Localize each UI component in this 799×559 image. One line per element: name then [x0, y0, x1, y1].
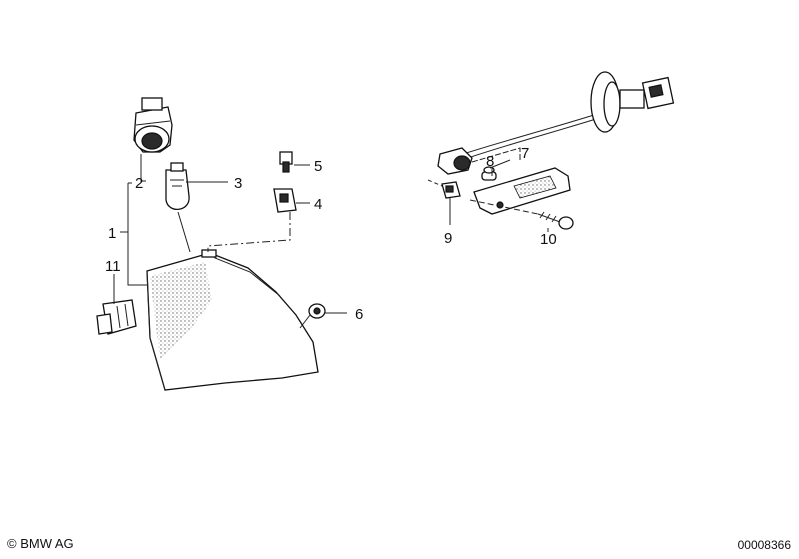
- leader-lines: [113, 147, 549, 314]
- side-repeater-socket: [437, 147, 473, 175]
- callout-6: 6: [355, 306, 363, 323]
- side-repeater-lens: [473, 167, 571, 215]
- bulb-holder-9: [441, 181, 461, 199]
- callout-4: 4: [314, 196, 322, 213]
- holder-clip-11: [96, 299, 137, 335]
- callout-3: 3: [234, 175, 242, 192]
- callout-10: 10: [540, 231, 557, 248]
- callout-5: 5: [314, 158, 322, 175]
- screw-5: [279, 151, 293, 173]
- nut-6: [299, 303, 326, 329]
- callout-1: 1: [108, 225, 116, 242]
- callout-2: 2: [135, 175, 143, 192]
- callout-8: 8: [486, 153, 494, 170]
- clip-nut-4: [273, 188, 297, 213]
- callout-7: 7: [521, 145, 529, 162]
- callout-labels: 1 2 3 4 5 6 7 8 9 10 11: [105, 145, 557, 323]
- wiring-harness: [459, 71, 675, 161]
- turn-indicator-lens: [146, 249, 319, 391]
- drawing-number: 00008366: [737, 538, 791, 552]
- bulb: [165, 162, 190, 210]
- callout-9: 9: [444, 230, 452, 247]
- screw-10: [537, 211, 574, 230]
- copyright-label: © BMW AG: [7, 536, 74, 551]
- bulb-socket: [133, 97, 173, 153]
- callout-11: 11: [105, 258, 121, 275]
